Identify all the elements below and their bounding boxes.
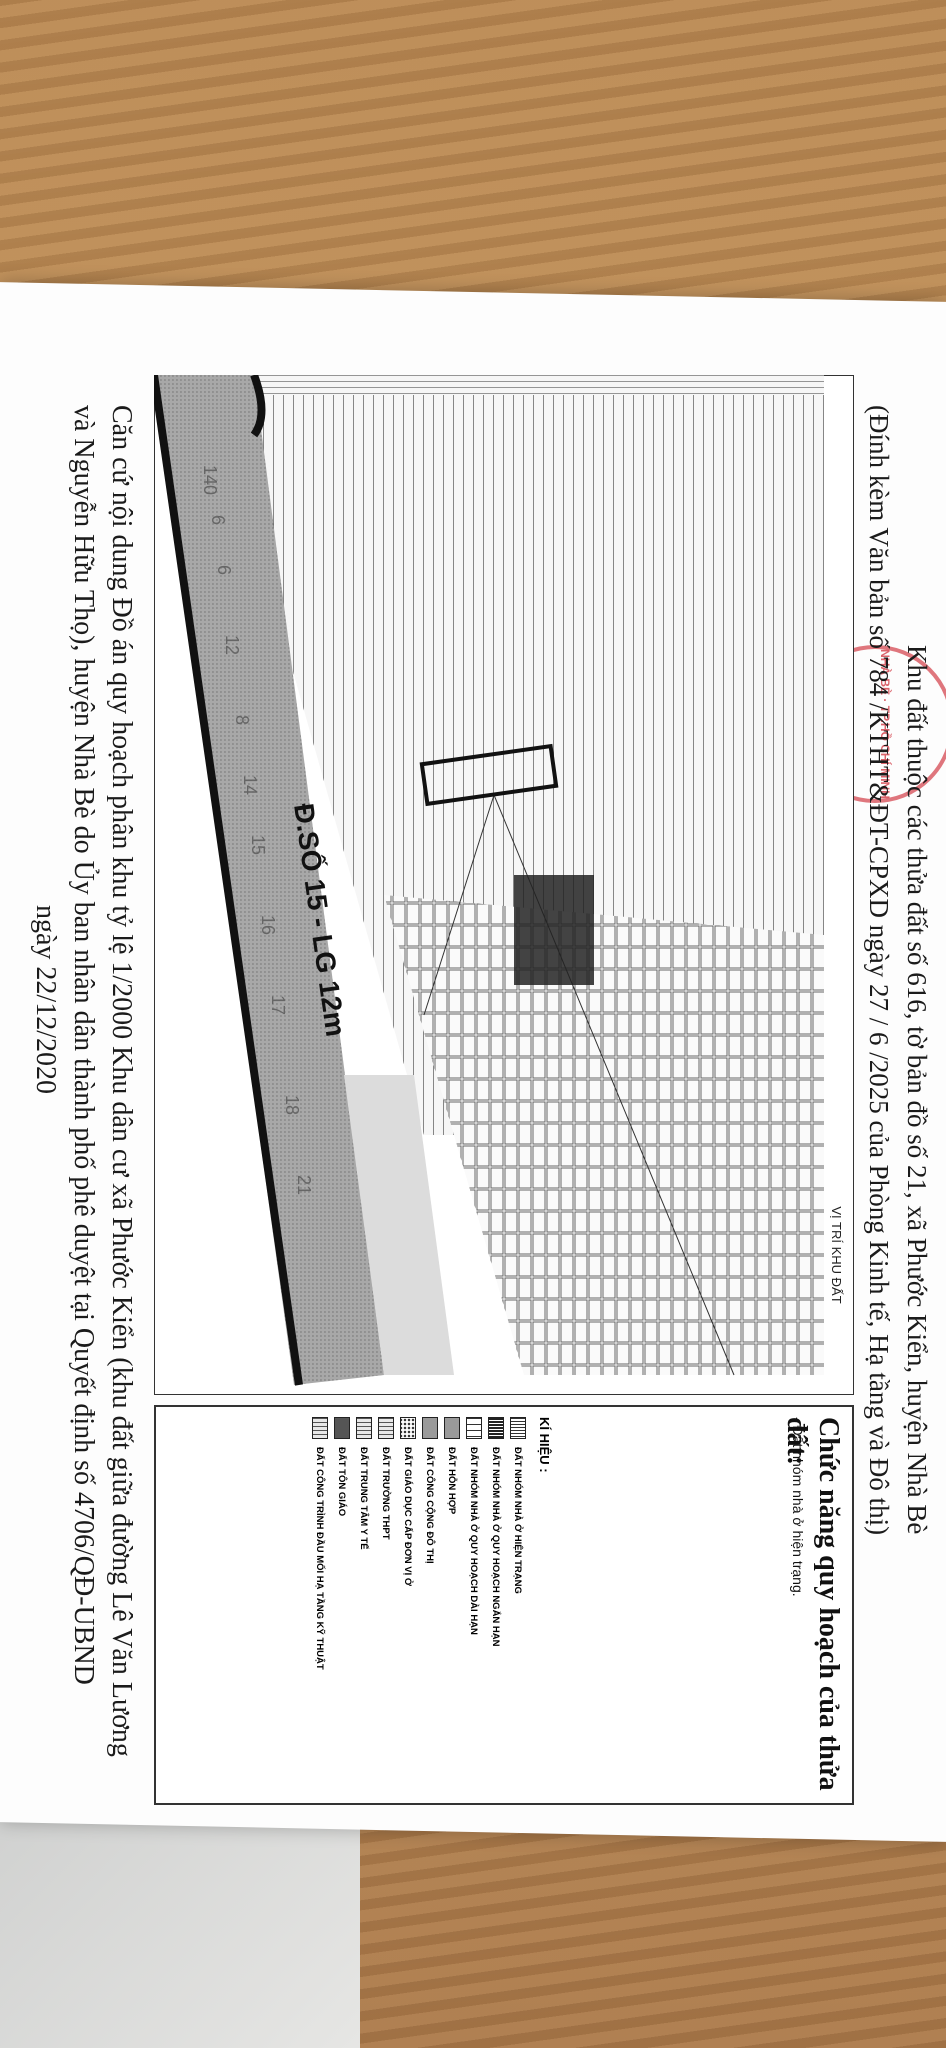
legend-swatch	[378, 1417, 394, 1439]
parcel-number: 17	[268, 995, 288, 1015]
parcel-number: 15	[248, 835, 268, 855]
parcel-numbers: 140 6 6 12 8 14 15 16 17 18 21	[200, 465, 314, 1195]
footer-line-1: Căn cứ nội dung Đồ án quy hoạch phân khu…	[106, 405, 137, 1757]
legend-swatch	[466, 1417, 482, 1439]
parcel-number: 140	[200, 465, 220, 495]
legend-swatch	[356, 1417, 372, 1439]
legend-item: ĐẤT TRUNG TÂM Y TẾ	[353, 1417, 375, 1797]
legend-item: ĐẤT NHÓM NHÀ Ở HIỆN TRẠNG	[507, 1417, 529, 1797]
function-panel: Chức năng quy hoạch của thửa đất: - Đất …	[154, 1405, 854, 1805]
map-section-title: VỊ TRÍ KHU ĐẤT	[829, 1206, 844, 1303]
parcel-number: 12	[222, 635, 242, 655]
document-rotated: NHÀ BÈ · TP.HỒ CHÍ MINH Khu đất thuộc cá…	[14, 345, 946, 1825]
legend-title: KÍ HIỆU :	[537, 1417, 552, 1473]
title-line-1: Khu đất thuộc các thửa đất số 616, tờ bả…	[902, 645, 932, 1535]
legend-label: ĐẤT NHÓM NHÀ Ở HIỆN TRẠNG	[512, 1447, 524, 1594]
legend-list: ĐẤT NHÓM NHÀ Ở HIỆN TRẠNG ĐẤT NHÓM NHÀ Ở …	[309, 1417, 529, 1797]
legend-label: ĐẤT GIÁO DỤC CẤP ĐƠN VỊ Ở	[402, 1447, 414, 1587]
parcel-number: 16	[258, 915, 278, 935]
legend-label: ĐẤT NHÓM NHÀ Ở QUY HOẠCH DÀI HẠN	[468, 1447, 480, 1635]
legend-swatch	[312, 1417, 328, 1439]
planning-map: 140 6 6 12 8 14 15 16 17 18 21 Đ.SỐ 15 -…	[154, 375, 854, 1395]
parcel-number: 14	[240, 775, 260, 795]
legend-item: ĐẤT TÔN GIÁO	[331, 1417, 353, 1797]
legend-item: ĐẤT NHÓM NHÀ Ở QUY HOẠCH NGẮN HẠN	[485, 1417, 507, 1797]
parcel-number: 8	[232, 715, 252, 725]
legend-swatch	[422, 1417, 438, 1439]
legend-item: ĐẤT GIÁO DỤC CẤP ĐƠN VỊ Ở	[397, 1417, 419, 1797]
legend-label: ĐẤT HỖN HỢP	[446, 1447, 458, 1515]
footer-line-2: và Nguyễn Hữu Thọ), huyện Nhà Bè do Ủy b…	[68, 405, 99, 1685]
parcel-number: 6	[208, 515, 228, 525]
footer-line-3: ngày 22/12/2020	[30, 905, 61, 1094]
legend-item: ĐẤT HỖN HỢP	[441, 1417, 463, 1797]
legend-swatch	[510, 1417, 526, 1439]
legend-label: ĐẤT TRUNG TÂM Y TẾ	[358, 1447, 370, 1550]
legend-label: ĐẤT CÔNG TRÌNH ĐẦU MỐI HẠ TẦNG KỸ THUẬT	[314, 1447, 326, 1670]
legend-label: ĐẤT NHÓM NHÀ Ở QUY HOẠCH NGẮN HẠN	[490, 1447, 502, 1647]
parcel-number: 18	[282, 1095, 302, 1115]
legend-label: ĐẤT TRƯỜNG THPT	[380, 1447, 392, 1540]
parcel-number: 6	[214, 565, 234, 575]
legend-item: ĐẤT CÔNG CỘNG ĐÔ THỊ	[419, 1417, 441, 1797]
legend-item: ĐẤT TRƯỜNG THPT	[375, 1417, 397, 1797]
function-value: - Đất nhóm nhà ở hiện trạng.	[790, 1417, 806, 1597]
legend-swatch	[488, 1417, 504, 1439]
legend-swatch	[400, 1417, 416, 1439]
legend-swatch	[444, 1417, 460, 1439]
parcel-number: 21	[294, 1175, 314, 1195]
legend-swatch	[334, 1417, 350, 1439]
legend-item: ĐẤT CÔNG TRÌNH ĐẦU MỐI HẠ TẦNG KỸ THUẬT	[309, 1417, 331, 1797]
title-line-2: (Đính kèm Văn bản số 784 /KTHT&ĐT-CPXD n…	[864, 405, 894, 1536]
legend-label: ĐẤT CÔNG CỘNG ĐÔ THỊ	[424, 1447, 436, 1564]
legend-label: ĐẤT TÔN GIÁO	[336, 1447, 348, 1517]
legend-item: ĐẤT NHÓM NHÀ Ở QUY HOẠCH DÀI HẠN	[463, 1417, 485, 1797]
